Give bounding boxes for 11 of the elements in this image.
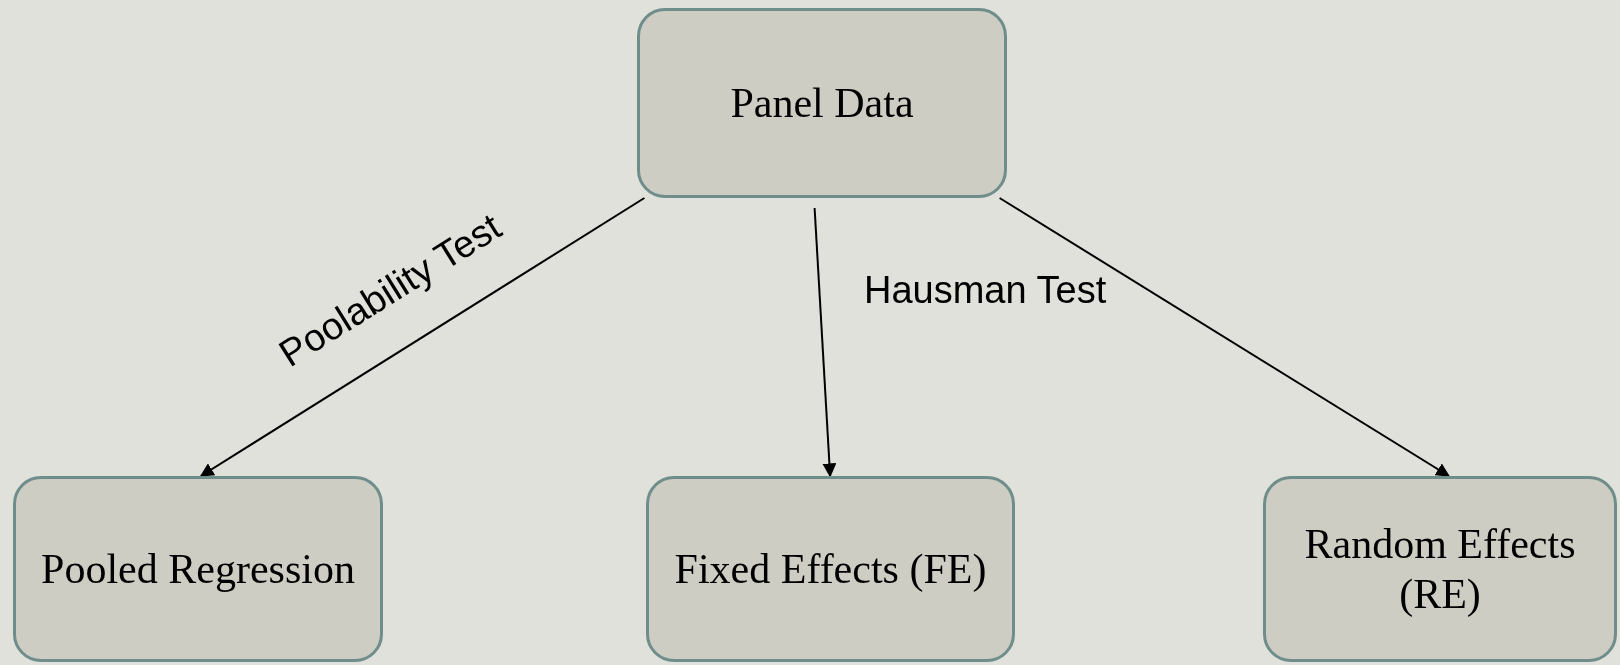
arrow xyxy=(199,197,646,477)
arrow xyxy=(813,207,837,478)
box-label: Panel Data xyxy=(730,78,914,128)
process-box xyxy=(13,476,383,662)
box-label: Random Effects (RE) xyxy=(1303,519,1577,619)
box-label: Pooled Regression xyxy=(41,544,355,594)
arrow xyxy=(998,197,1451,477)
process-box xyxy=(646,476,1015,662)
process-box xyxy=(1263,476,1617,662)
box-label: Fixed Effects (FE) xyxy=(674,544,987,594)
process-box xyxy=(637,8,1007,198)
